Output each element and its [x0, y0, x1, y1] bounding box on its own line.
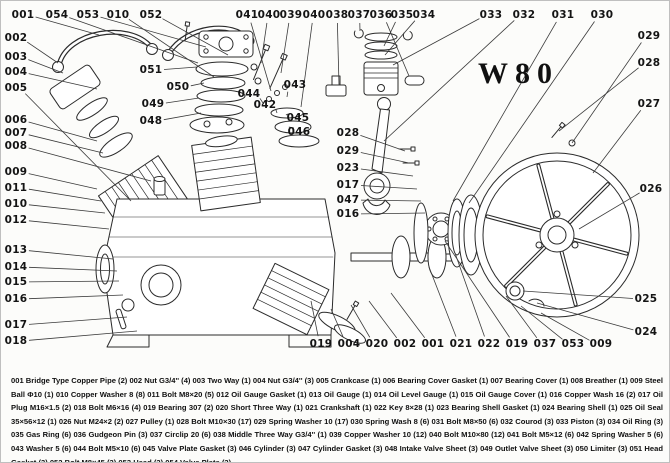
callout-020: 020: [365, 338, 389, 350]
callout-027: 027: [637, 98, 661, 110]
callout-043: 043: [283, 79, 307, 91]
callout-037: 037: [533, 338, 557, 350]
bearing-covers: [413, 194, 484, 276]
callout-039: 039: [279, 9, 303, 21]
callout-034: 034: [412, 9, 436, 21]
callout-047: 047: [336, 194, 360, 206]
callout-009: 009: [4, 166, 28, 178]
callout-022: 022: [477, 338, 501, 350]
callout-010: 010: [4, 198, 28, 210]
callout-028: 028: [336, 127, 360, 139]
callout-005: 005: [4, 82, 28, 94]
left-head-stack: [49, 64, 133, 158]
callout-008: 008: [4, 140, 28, 152]
callout-054: 054: [45, 9, 69, 21]
callout-025: 025: [634, 293, 658, 305]
callout-002: 002: [393, 338, 417, 350]
center-cylinder: [191, 135, 261, 212]
callout-011: 011: [4, 182, 28, 194]
callout-004: 004: [337, 338, 361, 350]
flywheel: [474, 121, 640, 318]
callout-048: 048: [139, 115, 163, 127]
callout-052: 052: [139, 9, 163, 21]
callout-026: 026: [639, 183, 663, 195]
callout-036: 036: [369, 9, 393, 21]
callout-006: 006: [4, 114, 28, 126]
callout-029: 029: [637, 30, 661, 42]
callout-040: 040: [257, 9, 281, 21]
callout-003: 003: [4, 51, 28, 63]
model-title: W80: [478, 57, 559, 90]
callout-004: 004: [4, 66, 28, 78]
callout-041: 041: [235, 9, 259, 21]
callout-019: 019: [309, 338, 333, 350]
callout-035: 035: [390, 9, 414, 21]
callout-044: 044: [237, 88, 261, 100]
callout-009: 009: [589, 338, 613, 350]
front-cylinder: [252, 262, 367, 344]
callout-050: 050: [166, 81, 190, 93]
callout-001: 001: [421, 338, 445, 350]
callout-032: 032: [512, 9, 536, 21]
callout-013: 013: [4, 244, 28, 256]
callout-014: 014: [4, 261, 28, 273]
callout-053: 053: [561, 338, 585, 350]
callout-042: 042: [253, 99, 277, 111]
callout-017: 017: [336, 179, 360, 191]
callout-015: 015: [4, 276, 28, 288]
callout-030: 030: [590, 9, 614, 21]
callout-002: 002: [4, 32, 28, 44]
callout-033: 033: [479, 9, 503, 21]
callout-019: 019: [505, 338, 529, 350]
center-head-stack: [184, 21, 262, 134]
callout-029: 029: [336, 145, 360, 157]
callout-016: 016: [4, 293, 28, 305]
callout-045: 045: [286, 112, 310, 124]
callout-021: 021: [449, 338, 473, 350]
callout-023: 023: [336, 162, 360, 174]
callout-049: 049: [141, 98, 165, 110]
parts-list: 001 Bridge Type Copper Pipe (2) 002 Nut …: [11, 376, 663, 463]
middle-three-way: [325, 75, 347, 97]
callout-053: 053: [76, 9, 100, 21]
callout-046: 046: [287, 126, 311, 138]
callout-017: 017: [4, 319, 28, 331]
callout-031: 031: [551, 9, 575, 21]
callout-018: 018: [4, 335, 28, 347]
callout-012: 012: [4, 214, 28, 226]
callout-051: 051: [139, 64, 163, 76]
callout-010: 010: [106, 9, 130, 21]
piston-conrod-assembly: [353, 29, 425, 215]
callout-001: 001: [11, 9, 35, 21]
callout-024: 024: [634, 326, 658, 338]
callout-007: 007: [4, 127, 28, 139]
callout-016: 016: [336, 208, 360, 220]
callout-040: 040: [302, 9, 326, 21]
callout-037: 037: [347, 9, 371, 21]
callout-038: 038: [325, 9, 349, 21]
callout-028: 028: [637, 57, 661, 69]
